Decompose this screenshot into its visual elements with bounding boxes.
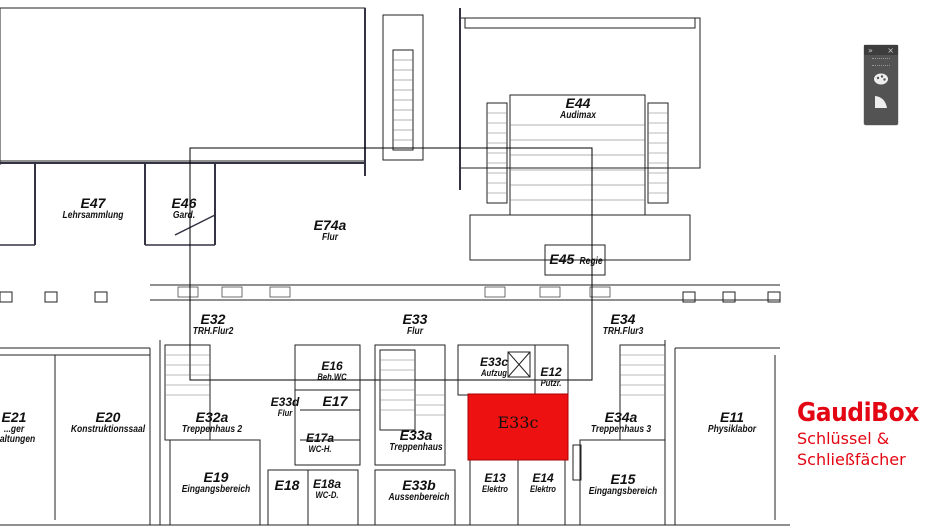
highlighted-room-label: E33c <box>497 413 539 432</box>
color-palette-icon[interactable] <box>871 69 891 89</box>
brand-line-1: Schlüssel & <box>797 429 890 448</box>
close-icon[interactable]: × <box>887 45 894 55</box>
brand-title: GaudiBox <box>797 398 919 428</box>
brand-line-2: Schließfächer <box>797 450 906 469</box>
palette-titlebar[interactable]: » × <box>864 45 898 55</box>
room-e18[interactable]: E18 <box>274 477 300 493</box>
adjustments-icon[interactable] <box>871 92 891 112</box>
collapse-icon[interactable]: » <box>868 45 873 55</box>
brand-block: GaudiBox Schlüssel & Schließfächer <box>797 398 932 470</box>
tool-palette[interactable]: » × <box>864 45 898 125</box>
room-e17[interactable]: E17 <box>322 393 348 409</box>
floor-plan-drawing <box>0 7 790 526</box>
room-e21[interactable]: E21...ger ...altungen <box>0 409 36 446</box>
highlighted-room[interactable] <box>467 393 569 461</box>
palette-grip[interactable] <box>872 58 890 66</box>
